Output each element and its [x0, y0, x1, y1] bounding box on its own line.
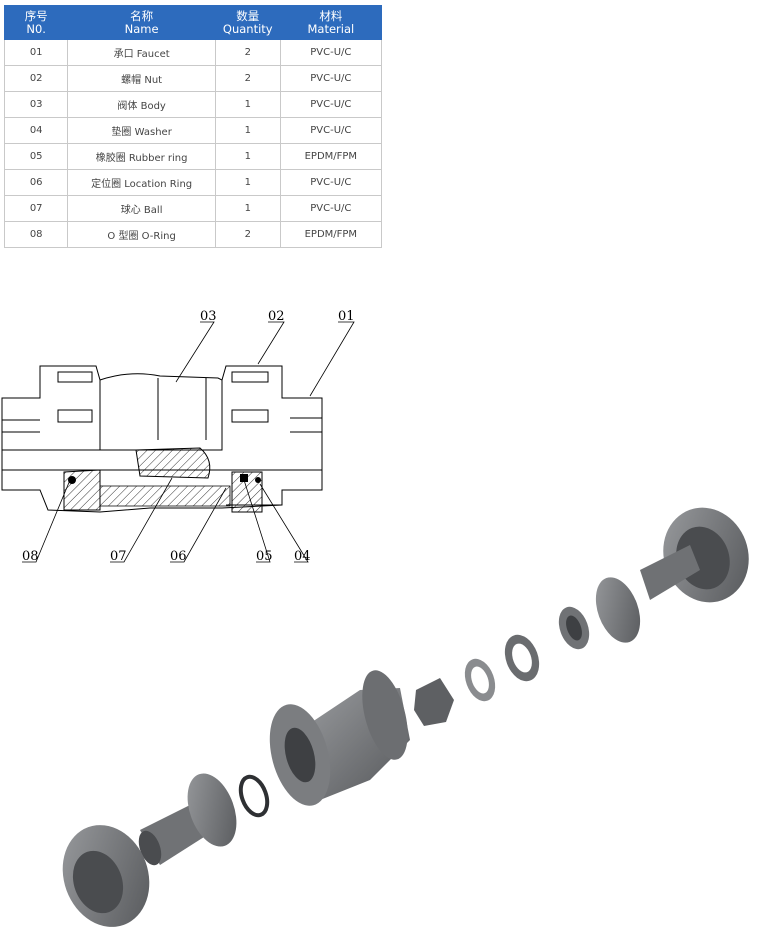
- callout-07: 07: [110, 549, 127, 564]
- washer: [558, 606, 590, 650]
- callout-04: 04: [294, 549, 311, 564]
- cross-section-drawing: 03 02 01 08 07 06 05 04: [1, 309, 355, 564]
- exploded-view: [62, 507, 749, 927]
- callout-01: 01: [338, 309, 355, 324]
- rubber-ring: [504, 634, 540, 682]
- nut-left: [62, 825, 150, 927]
- callout-02: 02: [268, 309, 285, 324]
- right-nut-outline: [221, 365, 323, 506]
- ball: [414, 678, 454, 726]
- callout-05: 05: [256, 549, 273, 564]
- location-ring: [464, 658, 496, 702]
- callout-03: 03: [200, 309, 217, 324]
- ball-section: [135, 447, 211, 479]
- left-nut-outline: [1, 365, 101, 451]
- faucet-left: [138, 773, 237, 866]
- callout-08: 08: [22, 549, 39, 564]
- o-ring: [238, 774, 270, 818]
- valve-body: [269, 670, 410, 806]
- callout-06: 06: [170, 549, 187, 564]
- o-ring-left: [68, 476, 76, 484]
- body-outline: [99, 373, 223, 451]
- faucet-right: [595, 545, 700, 643]
